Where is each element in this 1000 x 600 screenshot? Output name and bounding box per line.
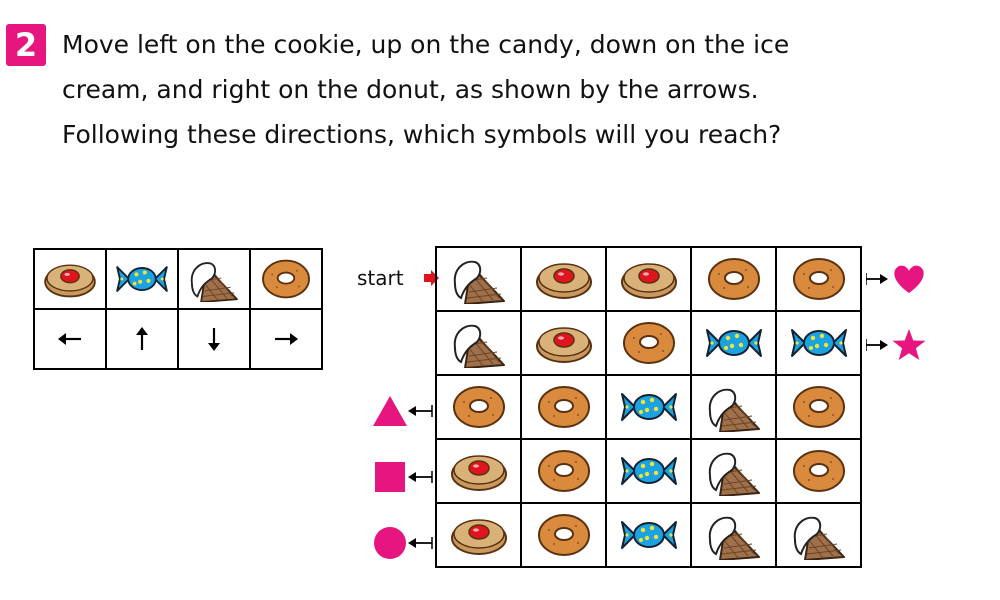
grid-cell [690,502,777,568]
circle-icon [372,525,408,565]
question-line-3: Following these directions, which symbol… [62,120,782,149]
heart-icon [891,261,927,301]
arrow-right-icon [251,324,321,354]
question-line-2: cream, and right on the donut, as shown … [62,75,759,104]
exit-arrow-icon [408,403,433,423]
square-icon [372,459,408,499]
start-arrow-icon [424,270,439,286]
candy-icon [607,446,690,496]
grid-cell [605,310,692,376]
ice-cream-icon [692,510,775,560]
grid-row [435,246,862,312]
legend-arrow-right [249,308,323,370]
grid-cell [775,246,862,312]
ice-cream-icon [692,382,775,432]
donut-icon [437,382,520,432]
arrow-up-icon [107,324,177,354]
donut-icon [777,382,860,432]
arrow-left-icon [35,324,105,354]
goal-star [865,327,927,367]
grid-cell [690,374,777,440]
grid-cell [435,246,522,312]
grid-row [435,502,862,568]
legend-donut [249,248,323,310]
cookie-icon [522,318,605,368]
grid-row [435,310,862,376]
grid-cell [520,246,607,312]
grid-cell [605,502,692,568]
grid-cell [605,374,692,440]
grid-cell [520,310,607,376]
grid-cell [435,374,522,440]
candy-icon [607,382,690,432]
grid-cell [520,502,607,568]
star-icon [891,327,927,367]
cookie-icon [437,510,520,560]
donut-icon [607,318,690,368]
ice-cream-icon [437,254,520,304]
cookie-icon [522,254,605,304]
ice-cream-icon [179,256,249,302]
ice-cream-icon [777,510,860,560]
cookie-icon [607,254,690,304]
grid-cell [520,438,607,504]
goal-circle [372,525,433,565]
grid-cell [775,310,862,376]
grid-cell [435,438,522,504]
donut-icon [777,446,860,496]
ice-cream-icon [692,446,775,496]
grid-cell [605,246,692,312]
exit-arrow-icon [408,469,433,489]
legend-arrow-down [177,308,251,370]
donut-icon [522,446,605,496]
donut-icon [692,254,775,304]
question-number: 2 [6,24,46,66]
legend-arrow-left [33,308,107,370]
arrow-down-icon [179,324,249,354]
exit-arrow-icon [865,337,891,357]
candy-icon [777,318,860,368]
start-label: start [357,266,404,290]
donut-icon [251,256,321,302]
candy-icon [692,318,775,368]
triangle-icon [372,393,408,433]
candy-icon [107,256,177,302]
legend-table [33,248,323,370]
grid-row [435,438,862,504]
grid-cell [690,310,777,376]
grid-row [435,374,862,440]
grid-cell [775,438,862,504]
grid-cell [605,438,692,504]
donut-icon [522,382,605,432]
cookie-icon [437,446,520,496]
goal-square [372,459,433,499]
candy-icon [607,510,690,560]
goal-heart [865,261,927,301]
legend-cookie [33,248,107,310]
legend-ice-cream [177,248,251,310]
grid-cell [690,246,777,312]
grid-cell [775,502,862,568]
grid-cell [520,374,607,440]
goal-triangle [372,393,433,433]
maze-grid [435,246,862,568]
exit-arrow-icon [408,535,433,555]
exit-arrow-icon [865,271,891,291]
grid-cell [690,438,777,504]
donut-icon [777,254,860,304]
legend-arrow-up [105,308,179,370]
grid-cell [775,374,862,440]
grid-cell [435,310,522,376]
question-line-1: Move left on the cookie, up on the candy… [62,30,790,59]
cookie-icon [35,256,105,302]
legend-candy [105,248,179,310]
question-text: Move left on the cookie, up on the candy… [62,22,982,157]
ice-cream-icon [437,318,520,368]
grid-cell [435,502,522,568]
donut-icon [522,510,605,560]
